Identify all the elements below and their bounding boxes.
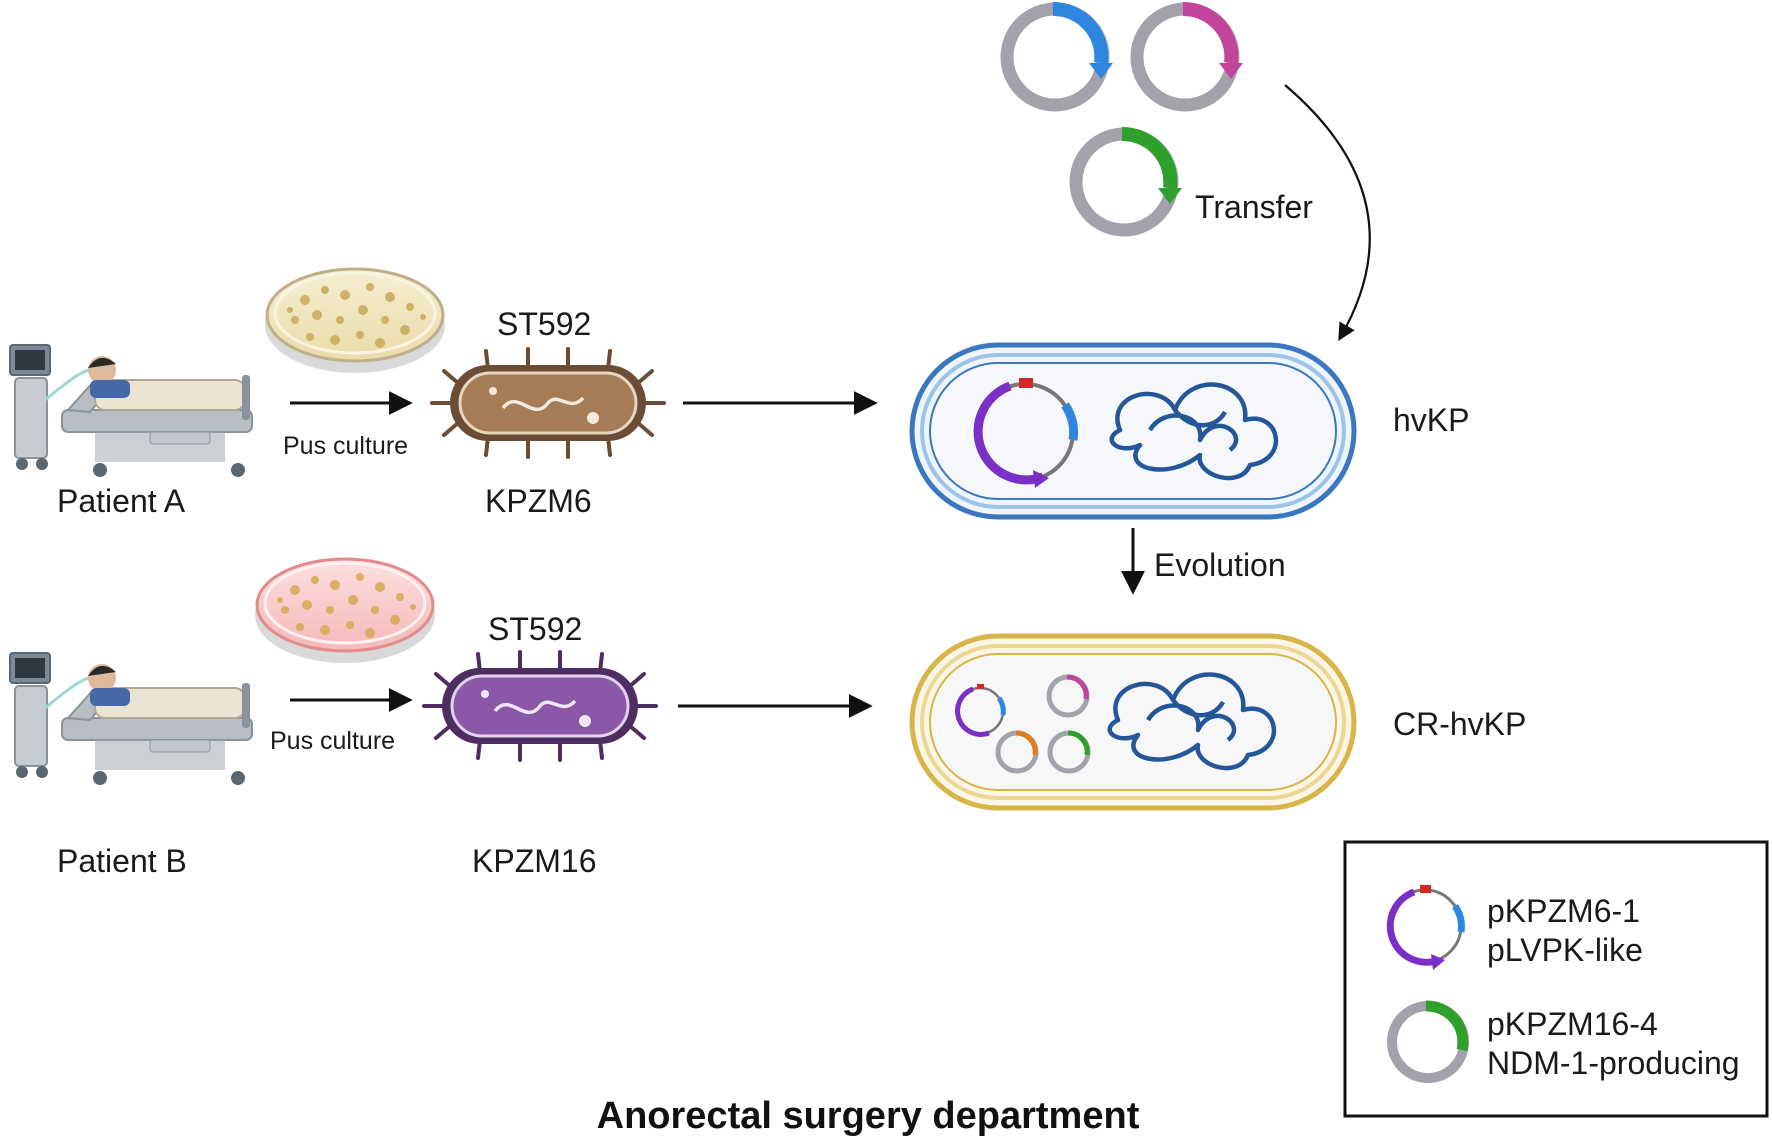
evolution-label: Evolution (1154, 547, 1286, 583)
patient-a-label: Patient A (57, 483, 186, 519)
colonies-b (277, 573, 416, 638)
plasmid-magenta-small-icon (1046, 674, 1090, 718)
patient-b-row: Patient B Pus culture (9, 557, 873, 879)
plasmid-orange-small-icon (995, 730, 1039, 774)
rod-bacterium-icon (422, 650, 658, 762)
chromosome-icon (1107, 672, 1277, 771)
plasmid-pkpzm6-1-icon (973, 378, 1079, 488)
legend-plasmid-pkpzm16-4-icon (1387, 1000, 1469, 1083)
plasmid-green-icon (1069, 126, 1182, 237)
plasmid-pkpzm6-1-small-icon (955, 684, 1006, 737)
crhvkp-label: CR-hvKP (1393, 706, 1526, 742)
evolution-arrow-group: Evolution (1121, 528, 1286, 595)
legend: pKPZM6-1 pLVPK-like pKPZM16-4 NDM-1-prod… (1343, 840, 1769, 1118)
strain-b-label: KPZM16 (472, 843, 596, 879)
petri-dish-icon (255, 557, 435, 663)
chromosome-icon (1109, 382, 1279, 481)
strain-a-label: KPZM6 (485, 483, 592, 519)
legend-item-2-name: pKPZM16-4 (1487, 1006, 1658, 1042)
legend-item-2-desc: NDM-1-producing (1487, 1045, 1740, 1081)
transfer-arrow (1284, 84, 1371, 342)
plasmid-green-small-icon (1047, 730, 1091, 774)
rod-bacterium-icon (430, 347, 666, 459)
patient-b-label: Patient B (57, 843, 187, 879)
diagram-title: Anorectal surgery department (597, 1095, 1140, 1137)
colonies-a (287, 283, 426, 348)
legend-item-1-name: pKPZM6-1 (1487, 893, 1640, 929)
st-b-label: ST592 (488, 611, 582, 647)
pus-culture-b-label: Pus culture (270, 727, 395, 755)
legend-item-1-desc: pLVPK-like (1487, 932, 1643, 968)
plasmid-magenta-icon (1130, 1, 1243, 112)
hospital-bed-with-ventilator-icon (9, 344, 253, 477)
patient-a-row: Patient A Pus culture (9, 267, 878, 519)
petri-dish-icon (265, 267, 445, 373)
crhvkp-cell: CR-hvKP (909, 633, 1526, 811)
hospital-bed-with-ventilator-icon (9, 652, 253, 785)
plasmid-blue-icon (1000, 1, 1113, 112)
transfer-label: Transfer (1195, 189, 1313, 225)
legend-plasmid-pkpzm6-1-icon (1386, 885, 1465, 970)
hvkp-cell: hvKP (909, 342, 1469, 520)
transfer-plasmids: Transfer (1000, 1, 1371, 342)
pus-culture-a-label: Pus culture (283, 432, 408, 460)
hvkp-label: hvKP (1393, 402, 1469, 438)
st-a-label: ST592 (497, 306, 591, 342)
